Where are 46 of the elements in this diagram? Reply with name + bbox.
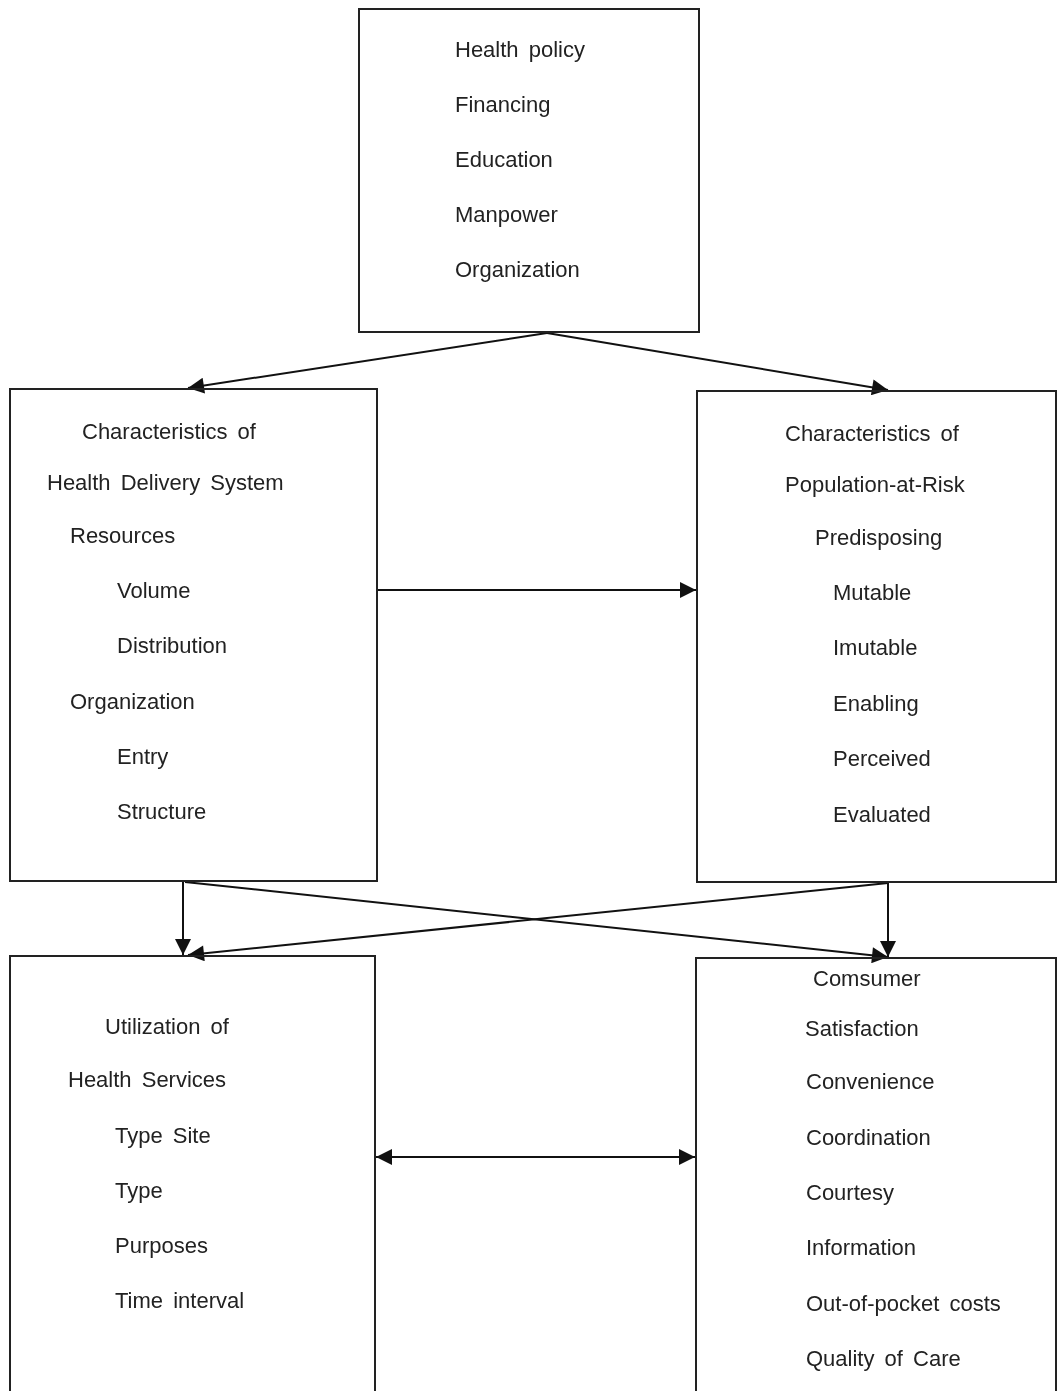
box-text: Enabling bbox=[833, 691, 919, 717]
box-text: Comsumer bbox=[813, 966, 921, 992]
box-text: Convenience bbox=[806, 1069, 935, 1095]
box-text: Courtesy bbox=[806, 1180, 895, 1206]
box-text: Health Services bbox=[68, 1067, 227, 1093]
box-text: Volume bbox=[117, 578, 191, 604]
box-text: Purposes bbox=[115, 1233, 208, 1259]
box-text: Time interval bbox=[115, 1288, 245, 1314]
box-text: Characteristics of bbox=[785, 421, 959, 447]
arrow bbox=[880, 882, 896, 958]
text-box bbox=[9, 388, 378, 882]
arrow bbox=[546, 332, 889, 396]
text-box bbox=[358, 8, 700, 333]
arrow bbox=[187, 332, 548, 394]
box-text: Health Delivery System bbox=[47, 470, 284, 496]
box-text: Financing bbox=[455, 92, 551, 118]
box-text: Organization bbox=[455, 257, 580, 283]
box-text: Evaluated bbox=[833, 802, 931, 828]
box-text: Type Site bbox=[115, 1123, 211, 1149]
box-text: Population-at-Risk bbox=[785, 472, 965, 498]
box-text: Resources bbox=[70, 523, 176, 549]
box-text: Perceived bbox=[833, 746, 931, 772]
box-text: Predisposing bbox=[815, 525, 943, 551]
box-text: Coordination bbox=[806, 1125, 931, 1151]
box-text: Distribution bbox=[117, 633, 228, 659]
arrow bbox=[175, 881, 191, 956]
text-box bbox=[696, 390, 1057, 883]
box-text: Imutable bbox=[833, 635, 918, 661]
box-text: Entry bbox=[117, 744, 169, 770]
box-text: Type bbox=[115, 1178, 163, 1204]
text-box bbox=[9, 955, 376, 1391]
box-text: Mutable bbox=[833, 580, 912, 606]
box-text: Health policy bbox=[455, 37, 585, 63]
box-text: Organization bbox=[70, 689, 195, 715]
box-text: Education bbox=[455, 147, 553, 173]
box-text: Structure bbox=[117, 799, 207, 825]
box-text: Quality of Care bbox=[806, 1346, 961, 1372]
arrow bbox=[377, 582, 697, 598]
box-text: Characteristics of bbox=[82, 419, 256, 445]
box-text: Information bbox=[806, 1235, 917, 1261]
box-text: Manpower bbox=[455, 202, 558, 228]
box-text: Satisfaction bbox=[805, 1016, 919, 1042]
box-text: Out-of-pocket costs bbox=[806, 1291, 1001, 1317]
box-text: Utilization of bbox=[105, 1014, 229, 1040]
text-box bbox=[695, 957, 1057, 1391]
arrow bbox=[375, 1149, 696, 1165]
